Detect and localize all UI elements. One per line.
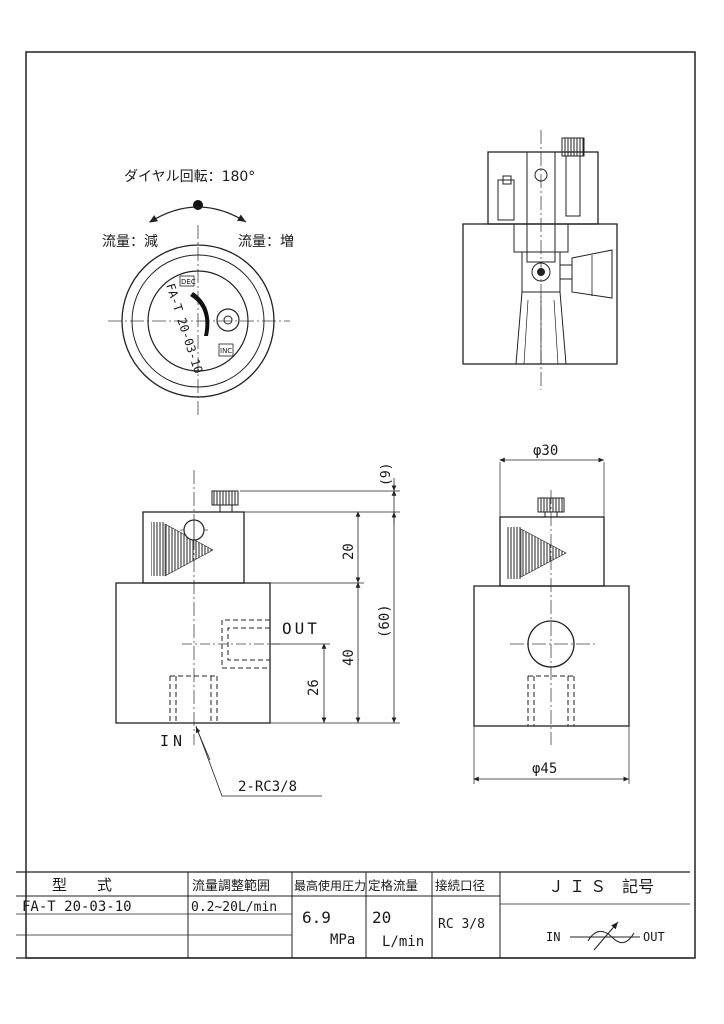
cell-max-pressure-unit: MPa xyxy=(330,932,355,948)
dial-indicator-arrow xyxy=(190,292,210,336)
dial-pivot-dot xyxy=(193,200,203,210)
decrease-label: 流量：減 xyxy=(102,233,158,250)
dim-body: 40 xyxy=(341,649,357,666)
jis-out-label: OUT xyxy=(643,930,665,944)
side-view: φ30 φ45 xyxy=(473,443,630,784)
header-max-pressure: 最高使用圧力 xyxy=(294,878,366,893)
cell-rated-flow-unit: L/min xyxy=(382,934,424,950)
cell-flow-range: 0.2~20L/min xyxy=(191,900,277,915)
rotation-label: ダイヤル回転：180° xyxy=(124,169,255,185)
front-adjust-screw xyxy=(211,490,239,506)
inc-marker: INC xyxy=(220,347,232,355)
cell-model: FA-T 20-03-10 xyxy=(22,899,132,915)
cell-port-size: RC 3/8 xyxy=(438,917,485,932)
side-body xyxy=(473,585,630,727)
dec-marker: DEC xyxy=(181,278,196,286)
out-label: OUT xyxy=(282,619,320,638)
dim-total: (60) xyxy=(377,604,393,638)
dial-face xyxy=(147,270,249,372)
port-callout: 2-RC3/8 xyxy=(238,779,297,795)
jis-in-label: IN xyxy=(546,930,560,944)
jis-variable-arrow xyxy=(593,921,619,951)
dial-model-text: FA-T 20-03-10 xyxy=(163,282,205,376)
header-port-size: 接続口径 xyxy=(435,878,485,893)
header-rated-flow: 定格流量 xyxy=(368,878,418,893)
dim-cap-dia: φ30 xyxy=(533,443,558,459)
header-flow-range: 流量調整範囲 xyxy=(192,879,270,894)
rotation-arc xyxy=(148,206,247,223)
drawing-border xyxy=(25,51,696,959)
dim-body-dia: φ45 xyxy=(532,761,557,777)
dim-cap: 20 xyxy=(341,543,357,560)
header-model: 型 式 xyxy=(52,876,112,894)
dial-knob xyxy=(216,308,240,332)
section-view xyxy=(462,130,618,390)
in-label: IN xyxy=(160,732,186,750)
dial-inner-ring xyxy=(131,254,265,388)
dial-view: ダイヤル回転：180° 流量：減 流量：増 FA-T 20-03-10 DEC … xyxy=(102,169,294,418)
dial-outer-ring xyxy=(121,244,275,398)
cell-rated-flow-value: 20 xyxy=(372,908,391,927)
dim-out-height: 26 xyxy=(306,679,322,696)
side-out-port xyxy=(527,620,575,668)
cell-max-pressure-value: 6.9 xyxy=(302,908,331,927)
header-jis-symbol: Ｊ Ｉ Ｓ 記号 xyxy=(548,877,654,896)
dim-top: (9) xyxy=(379,463,394,486)
front-view: OUT IN (9) 20 40 26 (60) 2-RC3/8 xyxy=(115,463,400,797)
front-body xyxy=(115,582,271,724)
increase-label: 流量：増 xyxy=(238,234,294,250)
spec-table: 型 式 流量調整範囲 最高使用圧力 定格流量 接続口径 Ｊ Ｉ Ｓ 記号 FA-… xyxy=(16,871,690,959)
